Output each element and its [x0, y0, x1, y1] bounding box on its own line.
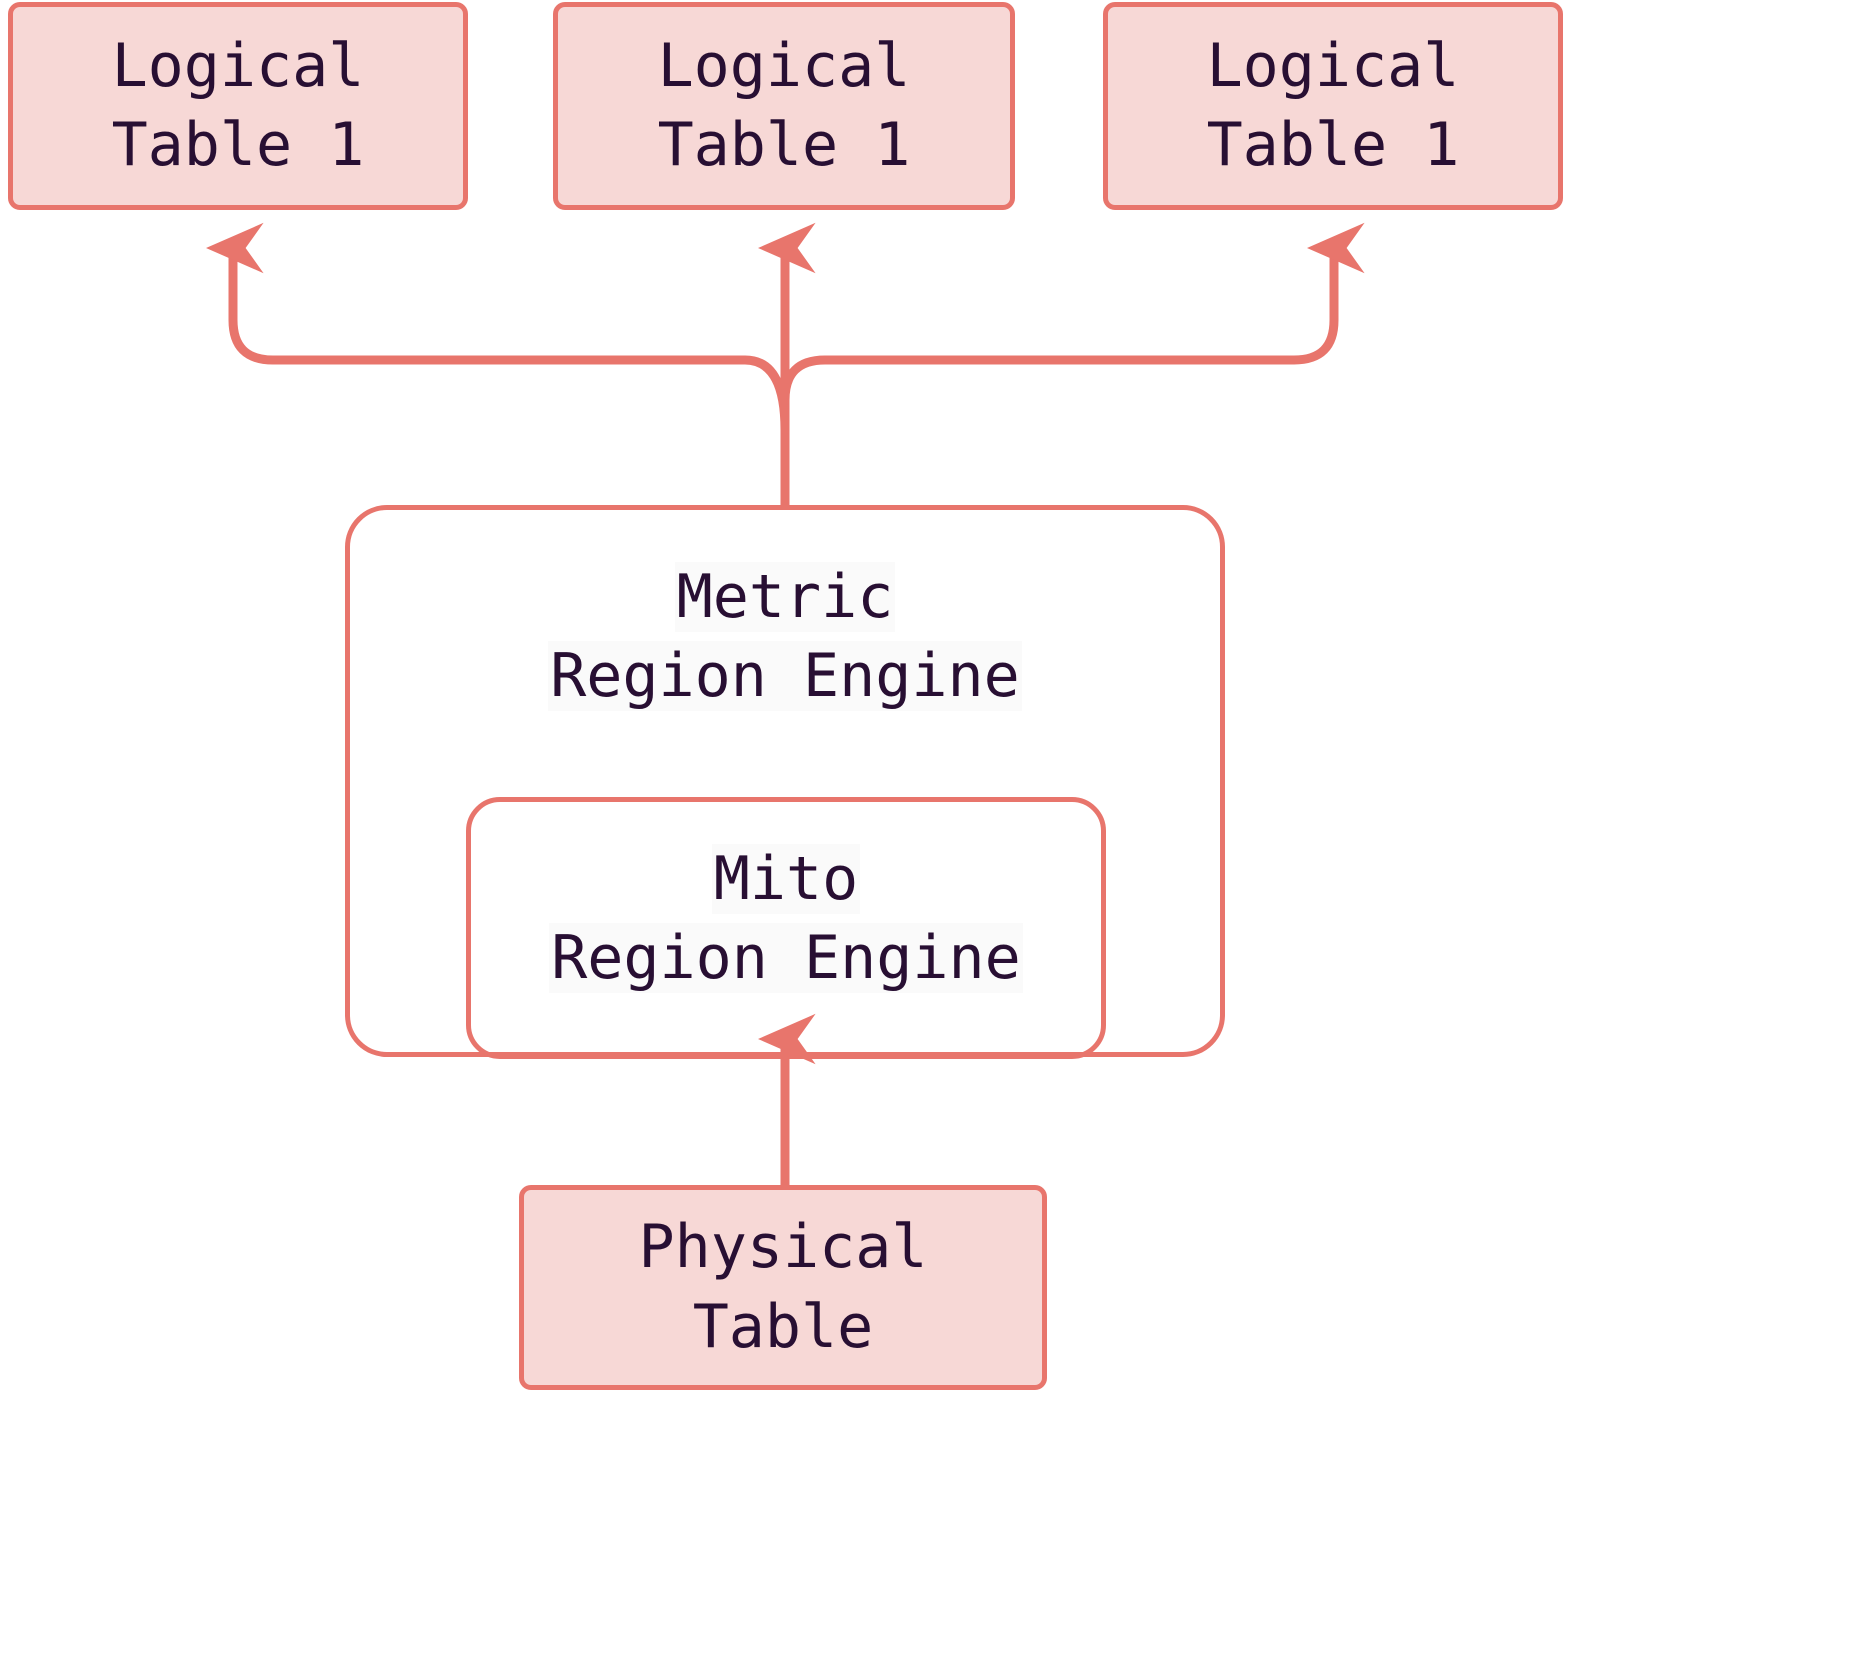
node-label-line: Region Engine: [548, 637, 1022, 716]
edge-trunk: [780, 355, 830, 510]
node-label-line: Table 1: [657, 110, 911, 180]
node-label-line: Mito: [711, 840, 861, 919]
node-metric-region-engine[interactable]: Metric Region Engine: [345, 505, 1225, 1057]
node-label-line: Table: [692, 1291, 874, 1362]
node-label-line: Table 1: [1206, 110, 1460, 180]
node-mito-region-engine[interactable]: Mito Region Engine: [466, 797, 1106, 1059]
node-label-text: Region Engine: [549, 923, 1023, 994]
node-label-text: Region Engine: [548, 641, 1022, 712]
node-label-text: Metric: [674, 562, 896, 632]
edge-trunk-left-join: [740, 355, 790, 435]
node-label-line: Logical: [657, 30, 911, 101]
node-label-line: Metric: [674, 558, 896, 637]
node-label-line: Logical: [111, 30, 365, 101]
node-label-line: Logical: [1206, 30, 1460, 101]
node-label-line: Physical: [638, 1212, 928, 1283]
edge-metric-to-logical-1: [205, 222, 745, 365]
node-logical-table-3[interactable]: Logical Table 1: [1103, 2, 1563, 210]
node-label-line: Table 1: [111, 110, 365, 180]
edge-metric-to-logical-3: [825, 222, 1365, 365]
node-label-line: Region Engine: [549, 919, 1023, 998]
node-logical-table-1[interactable]: Logical Table 1: [8, 2, 468, 210]
node-label-text: Mito: [711, 844, 861, 914]
node-physical-table[interactable]: Physical Table: [519, 1185, 1047, 1390]
node-logical-table-2[interactable]: Logical Table 1: [553, 2, 1015, 210]
